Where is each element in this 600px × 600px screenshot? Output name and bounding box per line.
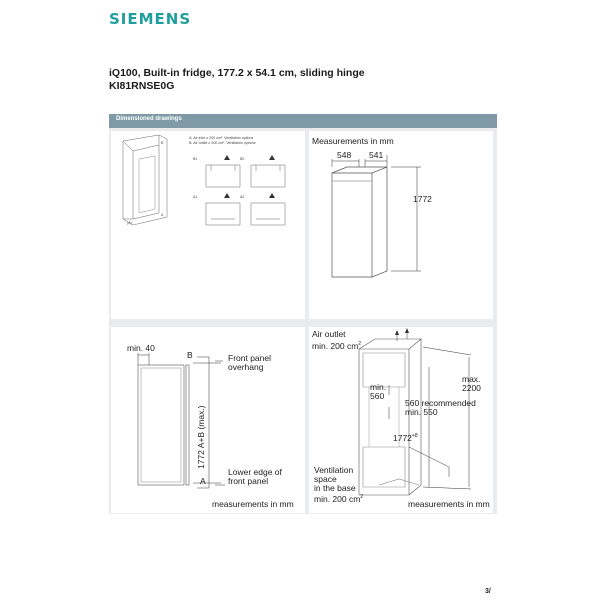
mark-a: A [161, 213, 164, 217]
label-a1: A1 [193, 195, 198, 199]
height-1772: 1772+8 [393, 432, 418, 443]
product-name: iQ100, Built-in fridge, 177.2 x 54.1 cm,… [109, 67, 365, 79]
ventilation-line4-text: min. 200 cm [314, 493, 361, 504]
a-label: A [200, 476, 206, 486]
min-40-label: min. 40 [127, 343, 155, 353]
min-560: 560 [370, 391, 385, 401]
appliance-dimensions-svg [331, 155, 421, 278]
niche-ventilation-svg [358, 328, 472, 496]
label-b1: B1 [193, 157, 198, 161]
label-b2: B2 [240, 157, 245, 161]
section-title: Dimensioned drawings [116, 116, 182, 122]
product-title: iQ100, Built-in fridge, 177.2 x 54.1 cm,… [109, 67, 369, 93]
max-value: 2200 [462, 383, 481, 393]
front-panel-drawing: min. 40 B A Front panel overhang 1772 A+… [111, 327, 305, 513]
height-1772-text: 1772 [393, 432, 412, 443]
measurements-caption: Measurements in mm [312, 136, 394, 146]
sup-squared-2: 2 [360, 494, 364, 500]
appliance-dimensions-drawing: Measurements in mm 548 541 1772 [309, 131, 493, 319]
max-label: max. [462, 374, 481, 384]
min-550-label: min. 550 [405, 407, 438, 417]
ventilation-options-svg [122, 134, 286, 226]
ventilation-line1: Ventilation [314, 465, 354, 475]
niche-ventilation-drawing: Air outlet min. 200 cm2 max. 2200 min. 5… [309, 327, 493, 513]
air-outlet-label: Air outlet [312, 329, 346, 339]
siemens-logo: SIEMENS [109, 10, 192, 28]
front-panel-svg [137, 353, 225, 489]
note-air-outlet: B: Air outlet ≥ 200 cm². Ventilation opt… [189, 141, 256, 145]
depth-value: 548 [337, 150, 352, 160]
mark-a-paren: (A) [127, 221, 132, 225]
air-outlet-min-text: min. 200 cm [312, 340, 359, 351]
label-a2: A2 [240, 195, 245, 199]
ventilation-line2: space [314, 474, 337, 484]
measurements-footer-2: measurements in mm [408, 499, 490, 509]
ventilation-line4: min. 200 cm2 [314, 493, 363, 504]
height-ab-label: 1772 A+B (max.) [196, 405, 206, 469]
section-header: Dimensioned drawings [109, 114, 497, 128]
front-panel-overhang: Front panel overhang [228, 353, 271, 372]
height-tolerance: +8 [411, 433, 418, 439]
b-label: B [187, 350, 193, 360]
ventilation-options-drawing: A: Air inlet ≥ 200 cm². Ventilation opti… [111, 131, 305, 319]
product-model: KI81RNSE0G [109, 80, 175, 92]
ventilation-line3: in the base [314, 483, 356, 493]
min-label: min. [370, 382, 387, 392]
page-number: 3/ [485, 588, 491, 595]
mark-b: B [161, 141, 164, 145]
recommended-label: 560 recommended [405, 398, 476, 408]
lower-edge-label: Lower edge of front panel [228, 467, 282, 486]
air-outlet-min: min. 200 cm2 [312, 340, 361, 351]
note-air-inlet: A: Air inlet ≥ 200 cm². Ventilation opti… [189, 136, 254, 140]
height-value: 1772 [413, 194, 432, 204]
sup-squared: 2 [358, 341, 362, 347]
measurements-footer: measurements in mm [212, 499, 294, 509]
width-value: 541 [369, 150, 384, 160]
